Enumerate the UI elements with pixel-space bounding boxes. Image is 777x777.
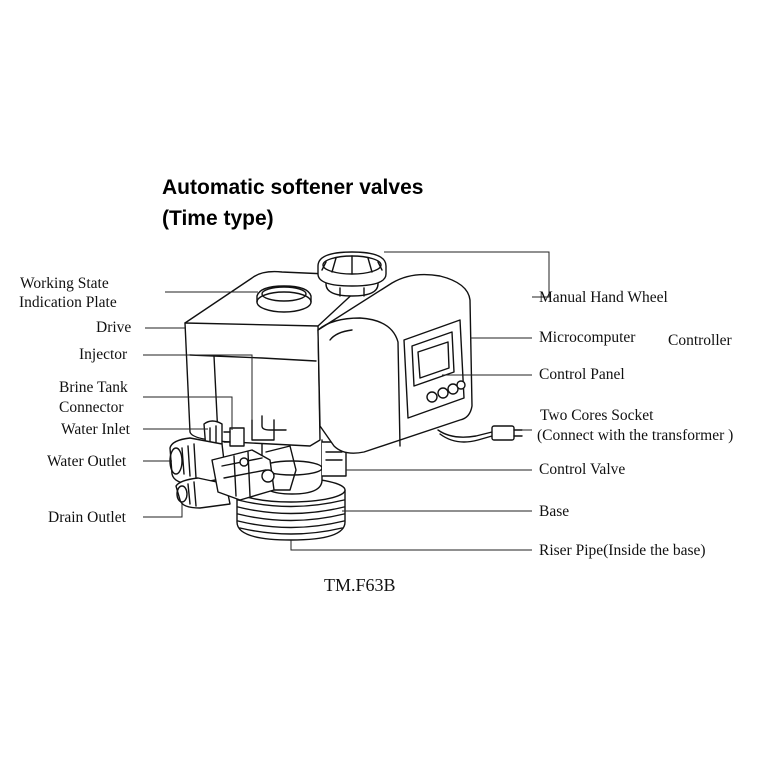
base-label: Base xyxy=(539,503,570,520)
leader-lines xyxy=(143,251,550,551)
microcomputer-label: Microcomputer xyxy=(539,329,636,346)
water-inlet-label: Water Inlet xyxy=(61,421,130,438)
diagram-title-line2: (Time type) xyxy=(162,207,274,230)
brine-tank-label-line1: Brine Tank xyxy=(59,379,128,396)
model-code: TM.F63B xyxy=(324,575,396,595)
two-cores-socket-label: Two Cores Socket xyxy=(540,407,654,424)
working-state-label-line2: Indication Plate xyxy=(19,294,117,311)
riser-pipe-label: Riser Pipe(Inside the base) xyxy=(539,542,706,559)
injector-label: Injector xyxy=(79,346,128,363)
diagram-title-line1: Automatic softener valves xyxy=(162,176,424,199)
manual-hand-wheel-label: Manual Hand Wheel xyxy=(539,289,668,306)
controller-housing xyxy=(317,273,473,454)
water-outlet-label: Water Outlet xyxy=(47,453,127,470)
injector-assembly xyxy=(223,415,287,447)
drive-label: Drive xyxy=(96,319,132,336)
socket-cable xyxy=(437,425,523,443)
control-panel-label: Control Panel xyxy=(539,366,625,383)
working-state-label-line1: Working State xyxy=(20,275,109,292)
port-fittings xyxy=(169,420,297,509)
manual-hand-wheel xyxy=(317,251,387,297)
controller-label: Controller xyxy=(668,332,732,349)
brine-tank-label-line2: Connector xyxy=(59,399,124,416)
connect-transformer-note: (Connect with the transformer ) xyxy=(537,427,734,444)
control-valve-label: Control Valve xyxy=(539,461,626,478)
drain-outlet-label: Drain Outlet xyxy=(48,509,126,526)
